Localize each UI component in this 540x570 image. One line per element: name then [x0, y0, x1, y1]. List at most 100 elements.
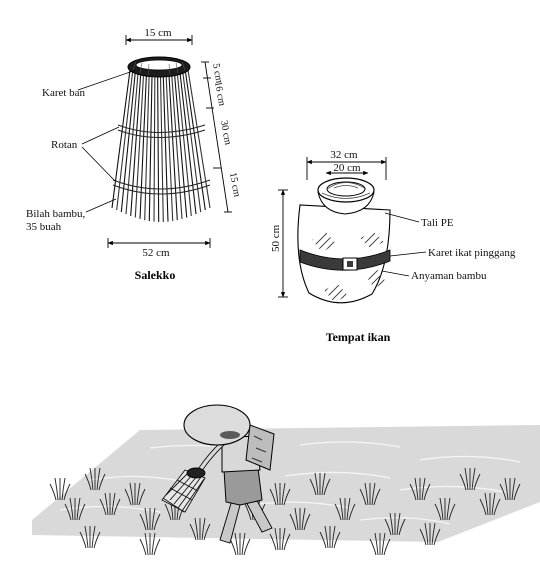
grass-blade — [274, 527, 279, 551]
grass-blade — [84, 473, 92, 491]
grass-blade — [99, 498, 107, 516]
grass-blade — [201, 517, 206, 541]
label-anyaman-bambu: Anyaman bambu — [411, 270, 487, 282]
grass-blade — [348, 503, 356, 521]
caption-salekko: Salekko — [135, 268, 176, 282]
grass-blade — [439, 497, 444, 521]
basket-inner-rim — [326, 181, 366, 197]
bamboo-slat — [139, 69, 148, 219]
farmer-figure — [183, 404, 275, 544]
grass-blade — [124, 488, 132, 506]
grass-blade — [281, 482, 286, 506]
bamboo-slat — [130, 69, 142, 216]
grass-blade — [303, 513, 311, 531]
grass-blade — [151, 507, 156, 531]
grass-blade — [84, 525, 89, 549]
rice-field-scene — [32, 404, 540, 556]
grass-blade — [398, 518, 406, 536]
grass-blade — [333, 531, 341, 549]
grass-blade — [111, 492, 116, 516]
grass-blade — [321, 472, 326, 496]
salekko-seg-16cm: 16 cm — [212, 81, 227, 107]
grass-blade — [229, 538, 237, 556]
grass-blade — [91, 525, 96, 549]
grass-blade — [511, 477, 516, 501]
grass-blade — [64, 503, 72, 521]
grass-blade — [491, 492, 496, 516]
grass-blade — [283, 533, 291, 551]
salekko-top-dimension: 15 cm — [125, 27, 193, 45]
belt-buckle-hole — [347, 261, 353, 267]
bamboo-slat — [162, 69, 169, 222]
grass-blade — [269, 488, 277, 506]
basket-height-dimension: 50 cm — [270, 189, 288, 298]
fish-basket-illustration — [297, 177, 391, 304]
grass-blade — [283, 488, 291, 506]
grass-blade — [129, 482, 134, 506]
grass-blade — [78, 503, 86, 521]
bamboo-slat — [170, 69, 183, 219]
grass-blade — [446, 497, 451, 521]
salekko-illustration — [111, 56, 211, 223]
grass-blade — [371, 482, 376, 506]
grass-blade — [96, 467, 101, 491]
salekko-seg-15cm: 15 cm — [227, 172, 242, 198]
grass-blade — [459, 473, 467, 491]
grass-blade — [243, 538, 251, 556]
grass-blade — [448, 503, 456, 521]
grass-blade — [98, 473, 106, 491]
grass-blade — [409, 483, 417, 501]
grass-blade — [69, 497, 74, 521]
grass-blade — [144, 532, 149, 556]
bamboo-slat — [159, 69, 164, 223]
bamboo-slat — [144, 69, 150, 221]
grass-blade — [374, 532, 379, 556]
grass-blade — [274, 482, 279, 506]
bamboo-slat — [134, 69, 145, 218]
grass-blade — [309, 478, 317, 496]
grass-blade — [414, 477, 419, 501]
rice-grass — [49, 467, 521, 556]
grass-blade — [339, 497, 344, 521]
bamboo-slat — [111, 69, 131, 209]
grass-blade — [151, 532, 156, 556]
label-35-buah: 35 buah — [26, 221, 62, 233]
salekko-in-hand — [161, 467, 206, 513]
bamboo-slat — [187, 69, 211, 209]
grass-blade — [76, 497, 81, 521]
grass-blade — [364, 482, 369, 506]
label-karet-ikat-pinggang: Karet ikat pinggang — [428, 247, 516, 259]
grass-blade — [473, 473, 481, 491]
grass-blade — [164, 503, 172, 521]
salekko-seg-30cm: 30 cm — [218, 120, 233, 146]
grass-blade — [138, 488, 146, 506]
grass-blade — [269, 533, 277, 551]
grass-blade — [419, 528, 427, 546]
grass-blade — [493, 498, 501, 516]
bamboo-slat — [165, 69, 174, 222]
leader-karet-ikat-pinggang — [389, 251, 427, 257]
salekko-seg-5cm: 5 cm — [210, 63, 224, 85]
leader-karet-ban — [77, 69, 137, 91]
water-surface — [32, 425, 540, 542]
grass-blade — [203, 523, 211, 541]
bamboo-slat — [148, 69, 153, 222]
grass-blade — [314, 472, 319, 496]
grass-blade — [281, 527, 286, 551]
grass-blade — [384, 518, 392, 536]
basket-height: 50 cm — [270, 224, 282, 252]
grass-blade — [241, 532, 246, 556]
grass-blade — [424, 522, 429, 546]
grass-blade — [346, 497, 351, 521]
water-ripples — [59, 441, 521, 525]
label-rotan: Rotan — [51, 139, 78, 151]
grass-blade — [63, 483, 71, 501]
rim-texture — [132, 61, 186, 76]
grass-blade — [513, 483, 521, 501]
grass-blade — [484, 492, 489, 516]
grass-blade — [433, 528, 441, 546]
grass-blade — [79, 531, 87, 549]
leader-tali-pe — [384, 212, 420, 223]
grass-blade — [471, 467, 476, 491]
